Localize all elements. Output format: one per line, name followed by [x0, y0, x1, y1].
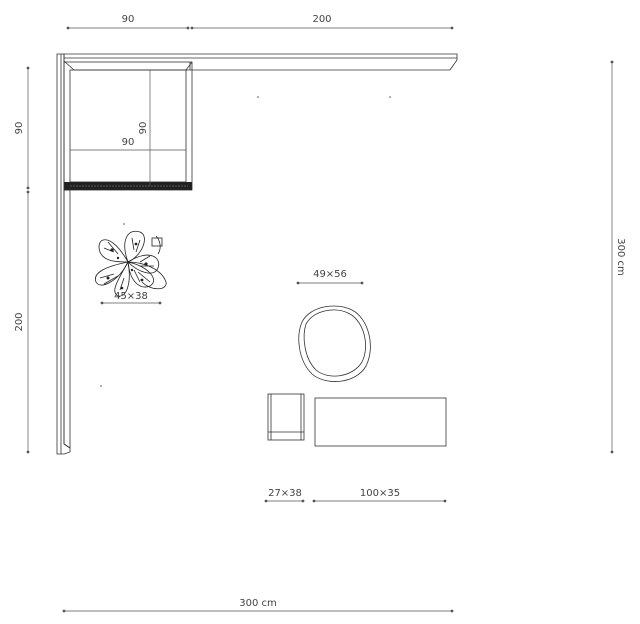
- dim-bench: 100×35: [312, 488, 447, 503]
- dim-label-left-upper: 90: [14, 122, 25, 135]
- shelving-unit: [56, 53, 458, 455]
- dim-pouf: 49×56: [296, 269, 364, 285]
- dim-top-left: 90: [66, 14, 190, 30]
- dim-left-upper: 90: [14, 66, 30, 190]
- dim-plant: 45×38: [100, 291, 162, 305]
- dim-label-inner-width: 90: [122, 137, 135, 148]
- side-table-icon: [267, 393, 305, 441]
- dim-label-inner-height: 90: [138, 122, 149, 135]
- dim-label-left-lower: 200: [14, 312, 25, 331]
- dim-label-total-height: 300 cm: [615, 238, 626, 276]
- bench-icon: [314, 397, 447, 447]
- pouf-icon: [298, 305, 371, 382]
- stray-marks: [100, 96, 391, 387]
- dim-label-side-table: 27×38: [268, 488, 302, 499]
- dim-total-height: 300 cm: [610, 60, 626, 454]
- dim-label-top-right: 200: [312, 14, 331, 25]
- plant-icon: [95, 230, 167, 297]
- dim-inner-width: 90: [70, 137, 186, 151]
- dim-label-plant: 45×38: [114, 291, 148, 302]
- dim-inner-height: 90: [138, 70, 151, 186]
- dim-top-right: 200: [190, 14, 454, 30]
- dim-label-pouf: 49×56: [313, 269, 347, 280]
- dim-label-bench: 100×35: [360, 488, 400, 499]
- dim-label-total-width: 300 cm: [239, 598, 277, 609]
- dim-total-width: 300 cm: [62, 598, 454, 613]
- dim-label-top-left: 90: [122, 14, 135, 25]
- dim-left-lower: 200: [14, 190, 30, 454]
- dim-side-table: 27×38: [264, 488, 305, 503]
